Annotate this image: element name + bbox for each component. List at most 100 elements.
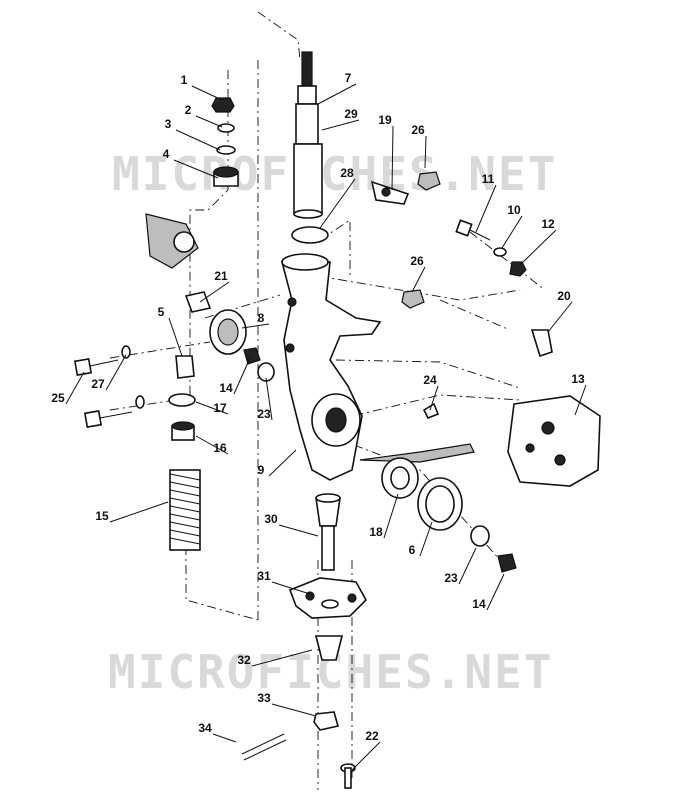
leader-line-c7 [317, 83, 357, 105]
callout-c32: 32 [237, 653, 251, 667]
hex-nut-upper [417, 171, 441, 191]
callout-c10: 10 [507, 203, 521, 217]
leader-line-c6 [419, 521, 433, 557]
retaining-clip [422, 402, 440, 420]
leader-line-c14b [486, 573, 505, 611]
leader-line-c16 [195, 435, 229, 455]
callout-c25: 25 [51, 391, 65, 405]
cotter-pin [241, 733, 287, 761]
callout-c7: 7 [345, 71, 352, 85]
leader-line-c5 [168, 317, 183, 357]
knuckle-bolts [73, 345, 145, 429]
callout-c3: 3 [165, 117, 172, 131]
leader-line-c4 [173, 159, 219, 179]
spring-seat [168, 393, 196, 407]
spacer-bushing [175, 355, 195, 379]
leader-line-c12 [519, 229, 557, 266]
leader-line-c31 [271, 581, 311, 595]
leader-line-c26a [424, 135, 427, 169]
grease-fitting [184, 291, 212, 313]
mount-bracket-left [145, 213, 199, 269]
callout-c18: 18 [369, 525, 383, 539]
leader-line-c32 [251, 649, 313, 667]
callout-c5: 5 [158, 305, 165, 319]
callout-c15: 15 [95, 509, 109, 523]
callout-c1: 1 [181, 73, 188, 87]
callout-c9: 9 [258, 463, 265, 477]
callout-c31: 31 [257, 569, 271, 583]
leader-line-c28 [319, 178, 356, 229]
leader-line-c27 [105, 354, 127, 391]
callout-c8: 8 [258, 311, 265, 325]
callout-c16: 16 [213, 441, 227, 455]
dust-seal [381, 457, 419, 499]
callout-c27: 27 [91, 377, 105, 391]
callout-leaders [65, 83, 587, 771]
leader-line-c9 [268, 449, 297, 477]
rubber-boot [314, 635, 344, 661]
leader-line-c29 [321, 119, 360, 131]
caliper-bolt-set [455, 219, 527, 277]
callout-c20: 20 [557, 289, 571, 303]
callout-c17: 17 [213, 401, 227, 415]
thrust-washer [291, 226, 329, 244]
ball-joint-plate [288, 577, 367, 619]
leader-line-c14a [233, 357, 251, 395]
callout-c23b: 23 [444, 571, 458, 585]
steering-knuckle [280, 253, 382, 481]
castle-nut [313, 711, 340, 731]
callout-c28: 28 [340, 166, 354, 180]
upper-spring-bushing [171, 421, 195, 441]
callout-c2: 2 [185, 103, 192, 117]
callout-c26b: 26 [410, 254, 424, 268]
leader-line-c20 [547, 301, 573, 333]
bearing-seal [209, 309, 247, 355]
callout-c22: 22 [365, 729, 379, 743]
lock-nut-lower [497, 553, 517, 573]
leader-line-c19 [391, 125, 394, 191]
callout-c12: 12 [541, 217, 555, 231]
leader-line-c23a [265, 377, 273, 421]
top-hardware-stack [211, 97, 239, 187]
brake-caliper [507, 395, 601, 487]
callout-c19: 19 [378, 113, 392, 127]
wedge-shim [530, 329, 553, 358]
callout-c30: 30 [264, 512, 278, 526]
assembly-lines [109, 11, 546, 790]
callout-c29: 29 [344, 107, 358, 121]
callout-c11: 11 [482, 172, 495, 186]
callout-c23a: 23 [257, 407, 271, 421]
leader-line-c8 [241, 323, 270, 329]
leader-line-c21 [199, 281, 230, 303]
brake-hose [359, 443, 475, 463]
leader-line-c13 [574, 384, 587, 416]
leader-line-c33 [271, 703, 317, 717]
callout-c14a: 14 [219, 381, 233, 395]
hex-nut-middle [401, 289, 425, 309]
leader-line-c2 [195, 115, 223, 128]
leader-line-c17 [195, 401, 229, 415]
washer-lower [470, 525, 490, 547]
leader-line-c1 [191, 85, 223, 101]
callout-c34: 34 [198, 721, 212, 735]
callout-c4: 4 [163, 147, 170, 161]
leader-line-c11 [475, 184, 497, 233]
ball-joint [315, 493, 341, 571]
callout-c13: 13 [571, 372, 585, 386]
lock-nut-upper [243, 347, 261, 365]
callout-c14b: 14 [472, 597, 486, 611]
callout-c21: 21 [214, 269, 228, 283]
leader-line-c10 [501, 215, 523, 249]
callout-c26a: 26 [411, 123, 425, 137]
leader-line-c22 [351, 741, 381, 771]
leader-line-c18 [383, 493, 399, 539]
leader-line-c34 [212, 733, 237, 743]
leader-line-c25 [65, 371, 85, 405]
bearing-race [417, 477, 463, 531]
callout-c6: 6 [409, 543, 416, 557]
leader-line-c24 [429, 385, 439, 411]
leader-line-c23b [458, 547, 477, 585]
